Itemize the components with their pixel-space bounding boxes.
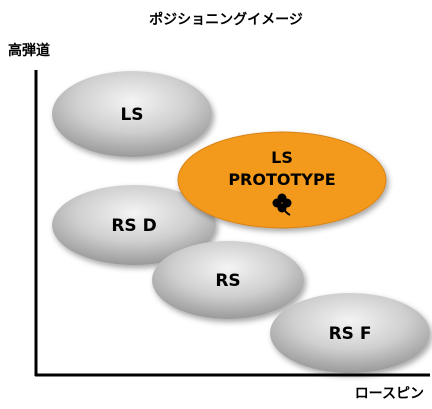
clover-icon <box>272 193 292 216</box>
x-axis-label: ロースピン <box>355 386 424 402</box>
ellipse-label: RS F <box>329 324 372 344</box>
ellipse-ls: LS <box>52 71 212 157</box>
ellipse-label: RS <box>215 271 240 291</box>
ellipse-label-secondary: PROTOTYPE <box>228 170 335 189</box>
ellipse-rs-d: RS D <box>52 185 216 265</box>
ellipse-rs-f: RS F <box>270 293 430 373</box>
ellipse-label: LS <box>271 148 293 167</box>
diagram-title: ポジショニングイメージ <box>149 11 303 28</box>
ellipse-label: RS D <box>111 216 156 236</box>
ellipse-label: LS <box>120 105 143 125</box>
ellipse-rs: RS <box>152 241 304 319</box>
ellipse-ls-prototype: LS PROTOTYPE <box>177 131 387 229</box>
y-axis-label: 高弾道 <box>8 42 50 59</box>
